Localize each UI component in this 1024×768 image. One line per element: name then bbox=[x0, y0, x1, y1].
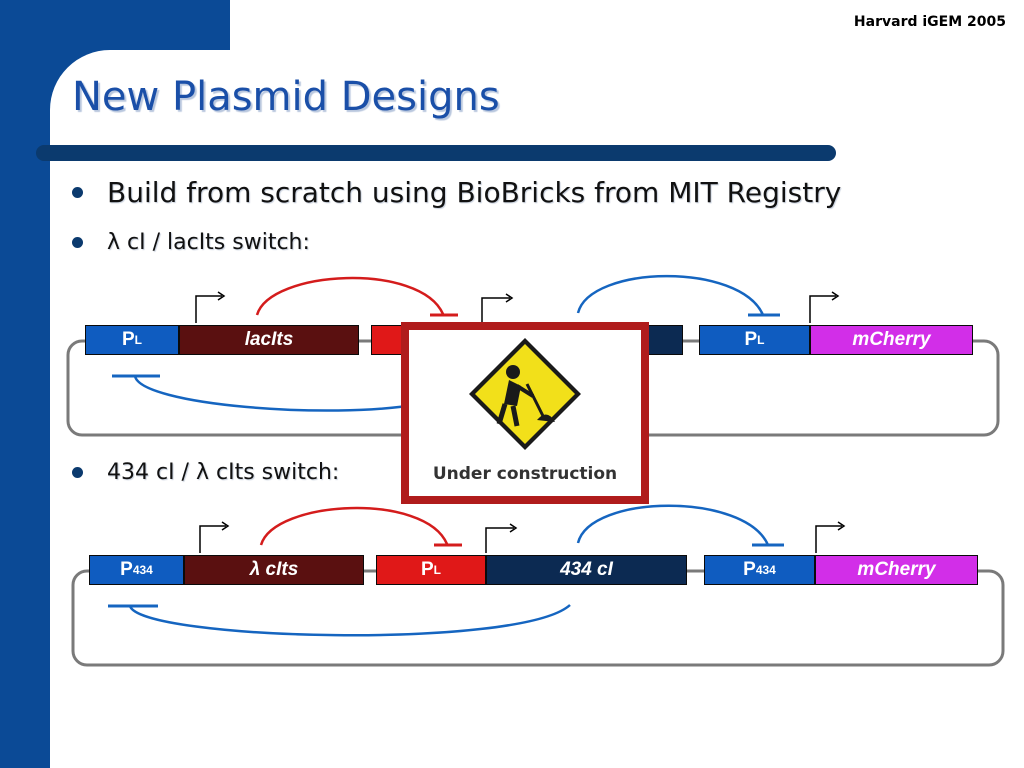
bullet-dot bbox=[72, 237, 83, 248]
repression-arc-blue-2 bbox=[576, 504, 770, 546]
bullet-text-rest: cI / lacIts switch: bbox=[120, 230, 310, 255]
repression-arc-red-1 bbox=[255, 276, 445, 316]
part-gene-mcherry: mCherry bbox=[810, 325, 973, 355]
repression-arc-red-2 bbox=[259, 506, 449, 546]
part-gene-mcherry: mCherry bbox=[815, 555, 978, 585]
part-label: P bbox=[121, 329, 135, 350]
header-label: Harvard iGEM 2005 bbox=[853, 14, 1006, 30]
slide-title: New Plasmid Designs bbox=[72, 74, 500, 120]
construction-worker-icon bbox=[469, 338, 581, 450]
bullet-text: λ cI / lacIts switch: bbox=[107, 230, 310, 255]
bullet-2: λ cI / lacIts switch: bbox=[72, 230, 310, 255]
part-label-sub: L bbox=[757, 333, 765, 347]
title-underline bbox=[36, 145, 836, 161]
part-label: P bbox=[743, 559, 756, 580]
part-label: mCherry bbox=[857, 559, 936, 580]
bullet-text: 434 cI / λ cIts switch: bbox=[107, 460, 339, 485]
bullet-1: Build from scratch using BioBricks from … bbox=[72, 176, 841, 209]
part-label: lacIts bbox=[244, 329, 294, 350]
promoter-arrows-2 bbox=[199, 521, 846, 553]
part-label-sub: 434 bbox=[132, 563, 153, 577]
part-label-sub: L bbox=[433, 563, 442, 577]
bullet-dot bbox=[72, 187, 83, 198]
under-construction-text: Under construction bbox=[432, 464, 618, 484]
part-label: P bbox=[744, 329, 758, 350]
lambda-symbol: λ bbox=[249, 559, 261, 580]
bullet-3: 434 cI / λ cIts switch: bbox=[72, 460, 339, 485]
part-label: 434 cI bbox=[560, 559, 613, 580]
part-label: mCherry bbox=[852, 329, 931, 350]
lambda-symbol: λ bbox=[195, 460, 209, 485]
part-label-sub: 434 bbox=[755, 563, 776, 577]
part-label: P bbox=[120, 559, 133, 580]
part-gene-lambda-cits: λ cIts bbox=[184, 555, 364, 585]
top-accent-bar bbox=[0, 0, 230, 50]
part-label: P bbox=[420, 559, 434, 580]
part-gene-lacits: lacIts bbox=[179, 325, 359, 355]
repression-arc-bottom-2 bbox=[128, 604, 571, 637]
part-gene-434-ci: 434 cI bbox=[486, 555, 687, 585]
part-label: cIts bbox=[260, 559, 299, 580]
left-accent-bar bbox=[0, 0, 50, 768]
promoter-arrows-1 bbox=[195, 291, 840, 323]
bullet-text-prefix: 434 cI / bbox=[107, 460, 196, 485]
lambda-symbol: λ bbox=[107, 230, 121, 255]
under-construction-sign: Under construction bbox=[401, 322, 649, 504]
repression-arc-blue-1 bbox=[576, 274, 765, 316]
bullet-text: Build from scratch using BioBricks from … bbox=[107, 176, 842, 209]
repression-arc-bottom-1 bbox=[133, 375, 421, 412]
part-label-sub: L bbox=[134, 333, 143, 347]
bullet-dot bbox=[72, 467, 83, 478]
bullet-text-rest: cIts switch: bbox=[209, 460, 340, 485]
